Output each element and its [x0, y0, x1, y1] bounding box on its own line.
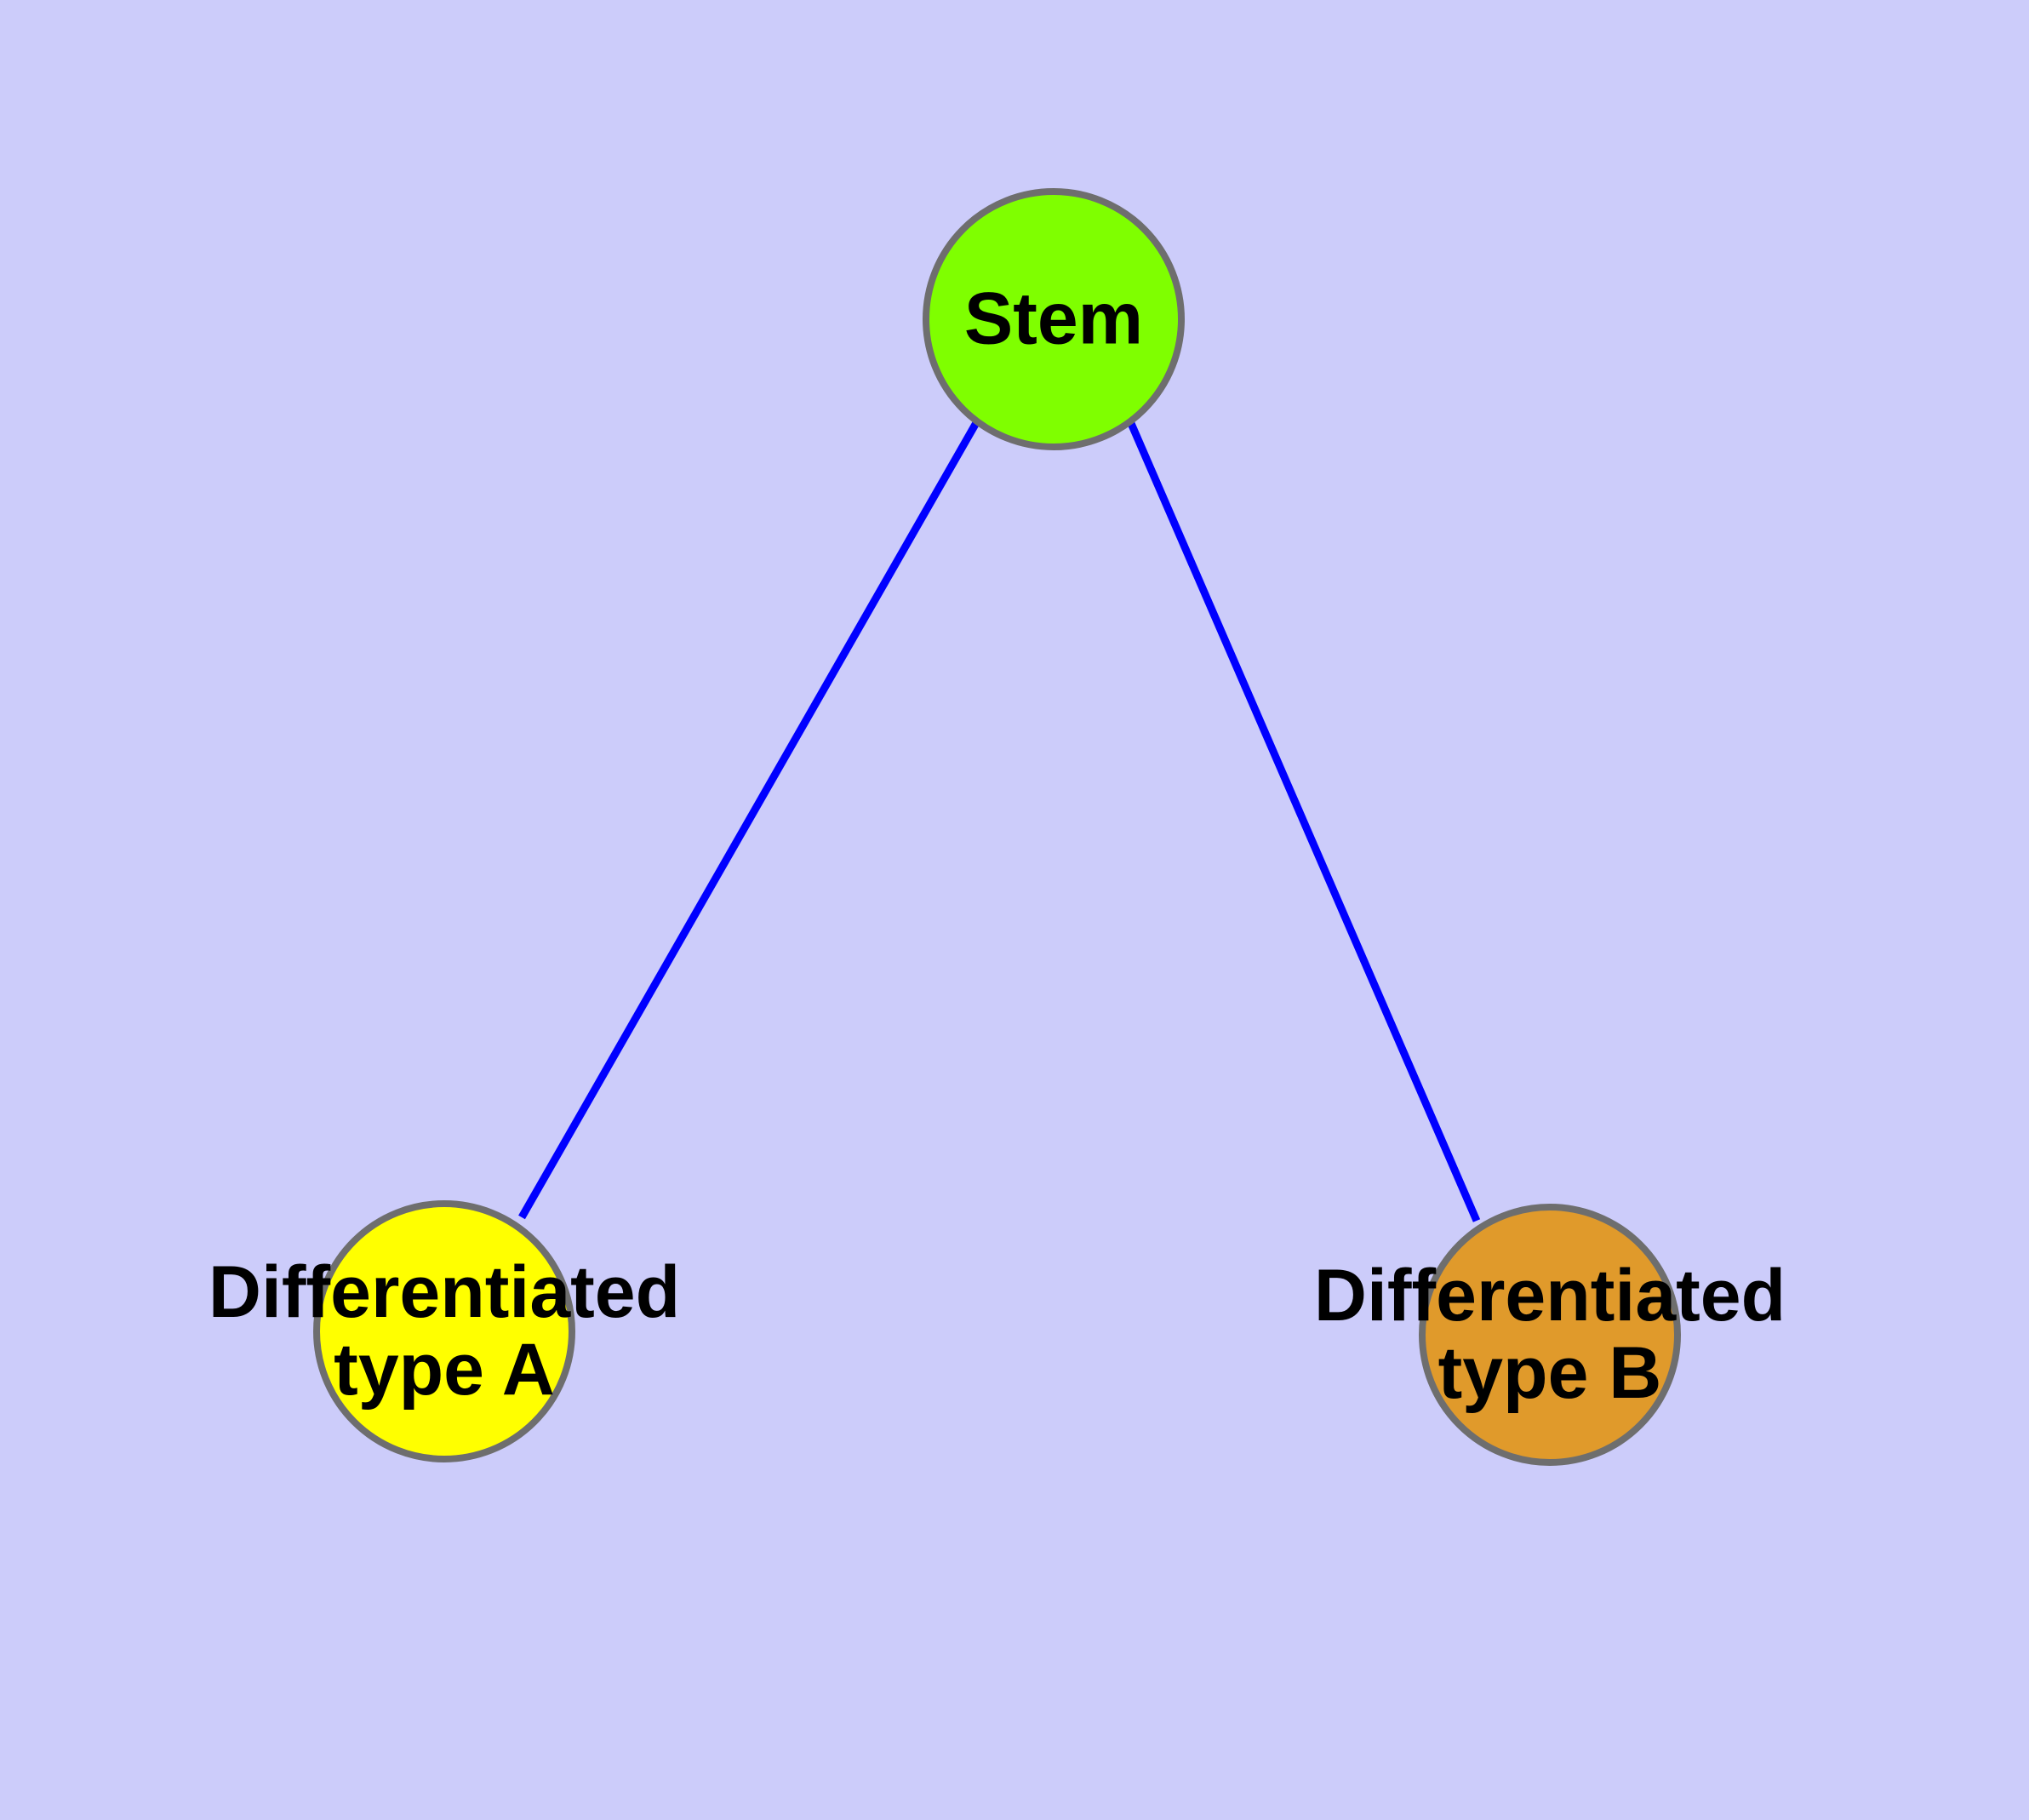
- edge-stem-to-diff-b: [1126, 420, 1481, 1222]
- node-circle-stem[interactable]: [923, 188, 1185, 450]
- node-circle-diff_a[interactable]: [313, 1200, 575, 1462]
- edges-layer: [518, 419, 1481, 1222]
- nodes-layer: [313, 188, 1681, 1466]
- node-circle-diff_b[interactable]: [1419, 1204, 1681, 1466]
- edge-stem-to-diff-a: [518, 419, 980, 1220]
